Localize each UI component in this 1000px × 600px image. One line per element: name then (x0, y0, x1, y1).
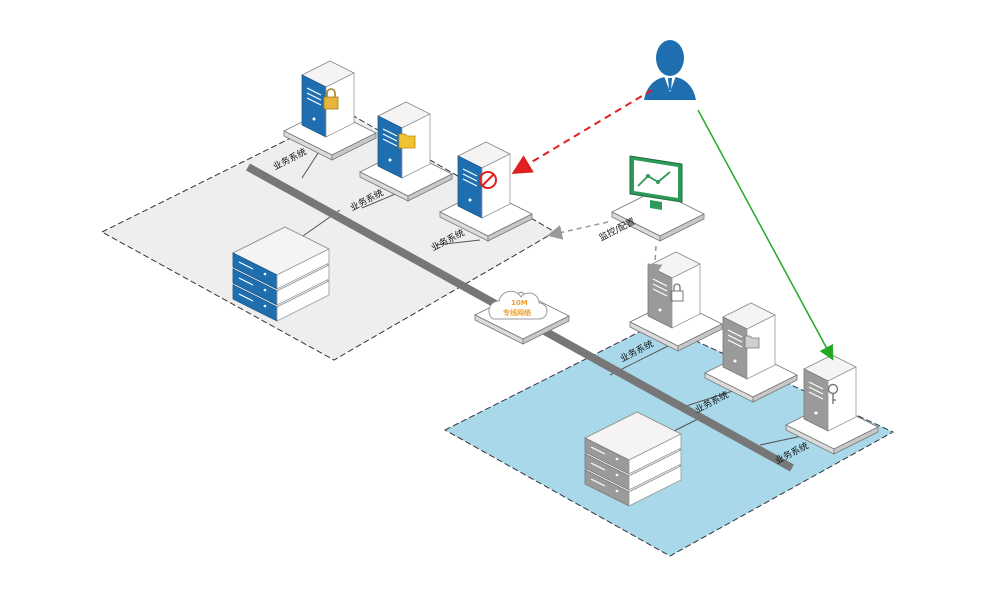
cloud-icon (488, 290, 548, 320)
monitor-to-left-arrow (547, 221, 609, 240)
user-to-key-server-arrow (697, 109, 834, 361)
monitor-station (611, 155, 705, 242)
right-server-key (785, 354, 879, 455)
right-server-folder (704, 302, 798, 403)
user-icon (644, 40, 696, 100)
left-server-folder (359, 101, 453, 202)
folder-icon (398, 133, 416, 149)
right-server-lock (629, 251, 723, 352)
monitor-icon (629, 155, 683, 210)
folder-icon (744, 335, 760, 349)
wan-cloud: 10M 专线网络 (474, 290, 570, 345)
lock-icon (670, 283, 684, 302)
key-icon (827, 383, 839, 404)
cloud-label-network: 专线网络 (503, 308, 531, 317)
user-to-firewall-arrow (511, 89, 653, 175)
left-server-firewall (439, 141, 533, 242)
left-server-lock (283, 60, 377, 161)
firewall-icon (479, 171, 497, 189)
lock-icon (323, 88, 339, 110)
branch-lines (299, 149, 831, 446)
cloud-label-bandwidth: 10M (511, 299, 528, 307)
